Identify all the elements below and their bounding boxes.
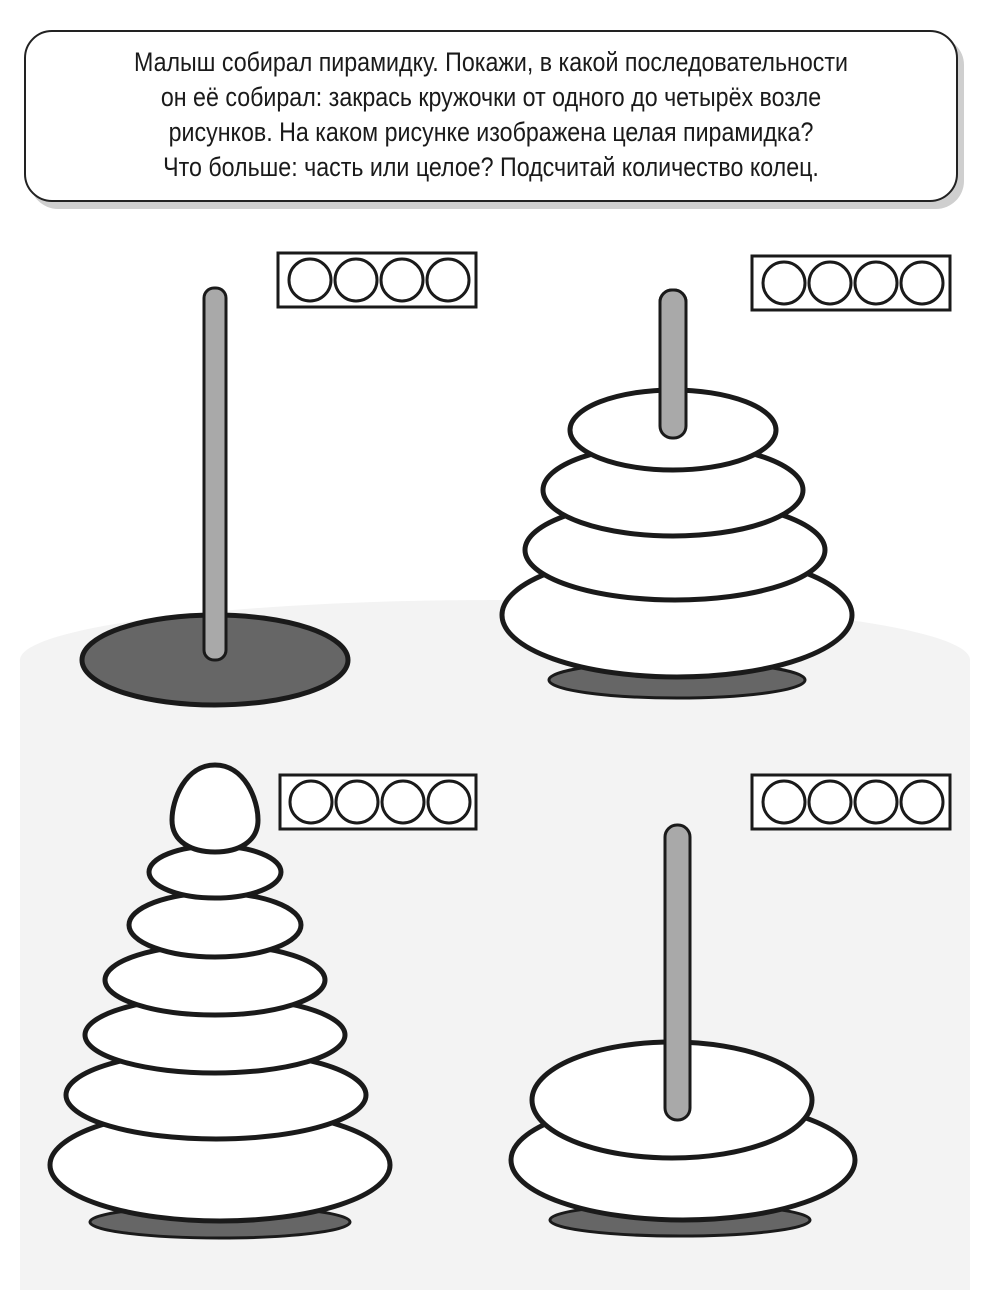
answer-circle[interactable] <box>288 779 334 825</box>
answer-circle[interactable] <box>807 260 853 306</box>
pyramid-pole <box>663 823 692 1122</box>
answer-circle[interactable] <box>287 257 333 303</box>
picture-four-rings <box>499 288 855 700</box>
picture-two-rings <box>508 823 858 1238</box>
answer-circle[interactable] <box>425 257 471 303</box>
answer-circles-picture-3 <box>278 773 478 831</box>
answer-circle[interactable] <box>899 260 945 306</box>
answer-circle[interactable] <box>853 779 899 825</box>
answer-circle[interactable] <box>853 260 899 306</box>
task-line-4: Что больше: часть или целое? Подсчитай к… <box>163 152 819 182</box>
answer-circles-picture-2 <box>750 254 952 312</box>
answer-circle[interactable] <box>807 779 853 825</box>
answer-circle[interactable] <box>761 779 807 825</box>
picture-empty-pole <box>79 286 351 708</box>
task-line-1: Малыш собирал пирамидку. Покажи, в какой… <box>133 47 849 77</box>
answer-circle[interactable] <box>761 260 807 306</box>
task-instructions-box: Малыш собирал пирамидку. Покажи, в какой… <box>24 30 958 202</box>
task-line-3: рисунков. На каком рисунке изображена це… <box>168 117 814 147</box>
task-line-2: он её собирал: закрась кружочки от одног… <box>160 82 822 112</box>
answer-circle[interactable] <box>899 779 945 825</box>
answer-circle[interactable] <box>426 779 472 825</box>
pyramid-pole <box>202 286 228 662</box>
answer-circle[interactable] <box>334 779 380 825</box>
pyramid-top-cap <box>169 762 261 855</box>
answer-circles-picture-1 <box>276 251 478 309</box>
pyramid-pole-top <box>658 288 688 440</box>
answer-circle[interactable] <box>333 257 379 303</box>
answer-circle[interactable] <box>379 257 425 303</box>
ring <box>126 890 304 960</box>
picture-full-pyramid <box>47 762 393 1240</box>
answer-circles-picture-4 <box>750 773 952 831</box>
answer-circle[interactable] <box>380 779 426 825</box>
